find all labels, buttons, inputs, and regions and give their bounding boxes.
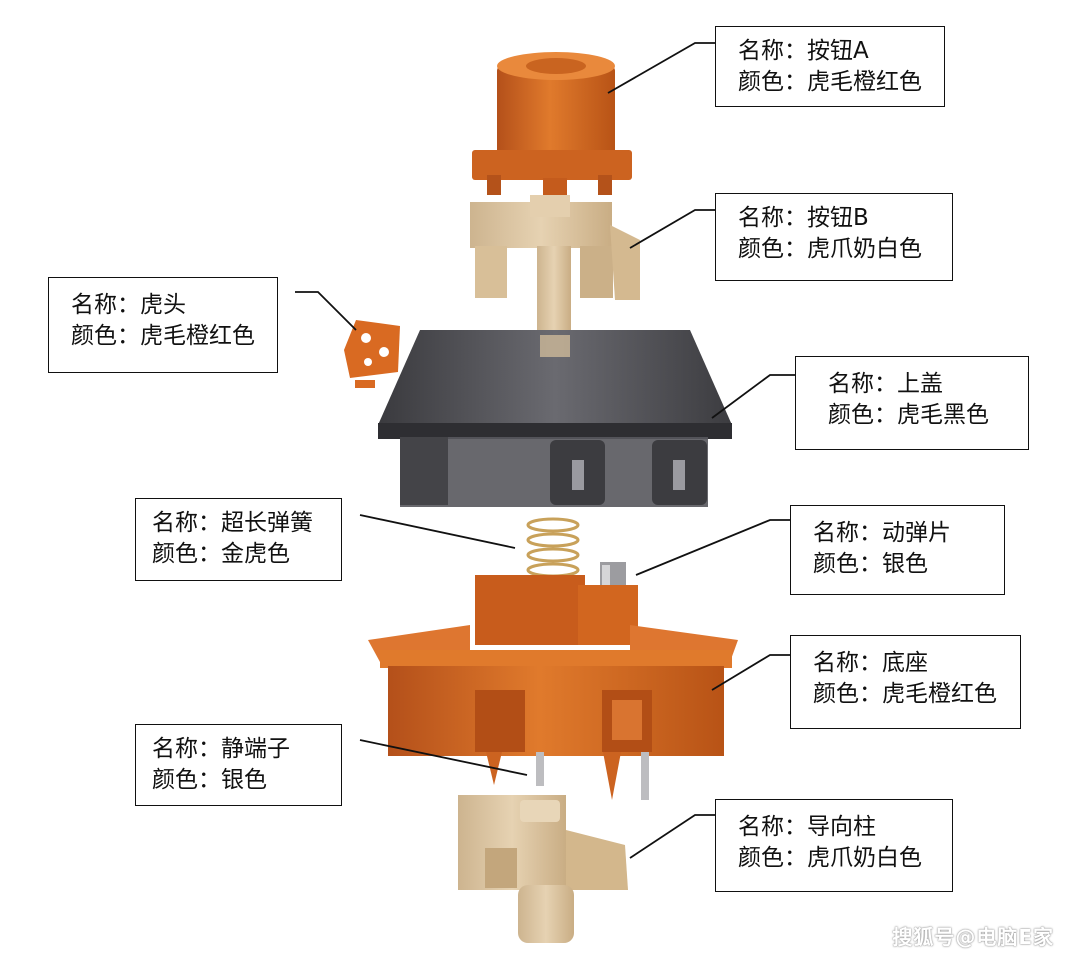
- part-color: 颜色：金虎色: [152, 539, 341, 570]
- tiger-head-part: [344, 320, 400, 388]
- part-name: 名称：超长弹簧: [152, 508, 341, 539]
- label-stem-b: 名称：按钮B 颜色：虎爪奶白色: [715, 193, 953, 281]
- part-color: 颜色：虎爪奶白色: [738, 843, 952, 874]
- part-color: 颜色：虎毛橙红色: [71, 321, 277, 352]
- part-name: 名称：导向柱: [738, 812, 952, 843]
- label-guide-post: 名称：导向柱 颜色：虎爪奶白色: [715, 799, 953, 892]
- part-color: 颜色：虎毛黑色: [828, 400, 1028, 431]
- top-housing-part: [378, 330, 732, 507]
- leader-spring: [360, 515, 515, 548]
- part-name: 名称：底座: [813, 648, 1020, 679]
- part-name: 名称：动弹片: [813, 518, 1004, 549]
- part-color: 颜色：虎毛橙红色: [738, 67, 944, 98]
- part-name: 名称：虎头: [71, 290, 277, 321]
- part-color: 颜色：虎爪奶白色: [738, 234, 952, 265]
- leader-guide-post: [630, 815, 715, 858]
- part-name: 名称：上盖: [828, 369, 1028, 400]
- label-static-pin: 名称：静端子 颜色：银色: [135, 724, 342, 806]
- part-name: 名称：按钮B: [738, 203, 952, 234]
- part-name: 名称：静端子: [152, 734, 341, 765]
- part-color: 颜色：银色: [813, 549, 1004, 580]
- label-bottom-housing: 名称：底座 颜色：虎毛橙红色: [790, 635, 1021, 729]
- label-tiger-head: 名称：虎头 颜色：虎毛橙红色: [48, 277, 278, 373]
- part-color: 颜色：银色: [152, 765, 341, 796]
- label-stem-a: 名称：按钮A 颜色：虎毛橙红色: [715, 26, 945, 107]
- leader-leaf: [636, 520, 790, 575]
- bottom-housing-part: [368, 575, 738, 800]
- part-color: 颜色：虎毛橙红色: [813, 679, 1020, 710]
- part-name: 名称：按钮A: [738, 36, 944, 67]
- leader-stem-a: [608, 43, 715, 93]
- leader-stem-b: [630, 210, 715, 248]
- label-spring: 名称：超长弹簧 颜色：金虎色: [135, 498, 342, 581]
- stem-a-part: [472, 52, 632, 198]
- leader-tiger-head: [295, 292, 356, 330]
- watermark: 搜狐号@电脑E家: [892, 921, 1054, 950]
- static-pin-part: [536, 752, 649, 800]
- label-top-housing: 名称：上盖 颜色：虎毛黑色: [795, 356, 1029, 450]
- guide-post-part: [458, 795, 628, 943]
- label-leaf: 名称：动弹片 颜色：银色: [790, 505, 1005, 595]
